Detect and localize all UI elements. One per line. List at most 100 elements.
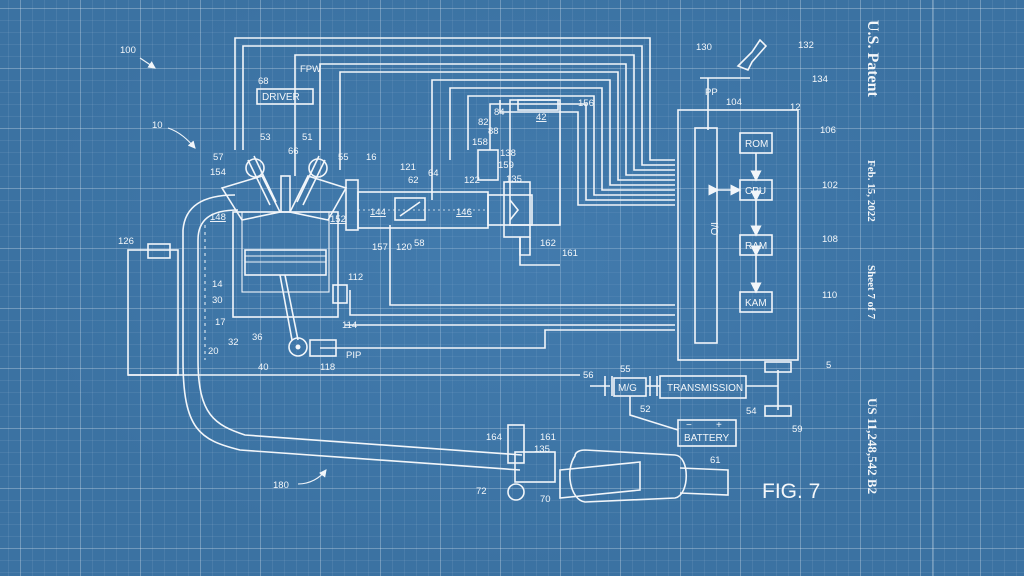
ref-110: 110 (822, 290, 837, 301)
ref-17: 17 (215, 317, 226, 328)
air-filter (517, 99, 559, 111)
ref-62: 62 (408, 175, 419, 186)
connecting-rod (284, 274, 299, 341)
ref-138: 138 (500, 148, 516, 159)
ref-82: 82 (478, 117, 489, 128)
accelerator-pedal (736, 38, 768, 72)
ref-146: 146 (456, 207, 472, 218)
mg-label: M/G (618, 383, 637, 394)
tailpipe (679, 467, 729, 496)
fuel-pump (147, 243, 171, 259)
ref-64: 64 (428, 168, 439, 179)
exhaust-pipe-outer (182, 194, 521, 471)
ref-66: 66 (288, 146, 299, 157)
ref-152: 152 (330, 214, 346, 225)
ref-121: 121 (400, 162, 416, 173)
battery-label: BATTERY (684, 433, 730, 444)
rom-label: ROM (745, 139, 768, 150)
ref-180: 180 (273, 480, 289, 491)
ref-52: 52 (640, 404, 651, 415)
ref-68: 68 (258, 76, 269, 87)
ref-58: 58 (414, 238, 425, 249)
ref-100: 100 (120, 45, 136, 56)
crankshaft (288, 337, 308, 357)
fpw-signal-label: FPW (300, 64, 321, 75)
patent-number: US 11,248,542 B2 (865, 398, 880, 494)
patent-sheet: Sheet 7 of 7 (865, 265, 877, 320)
driver-box (256, 88, 314, 105)
patent-title: U.S. Patent (864, 20, 881, 98)
egr-valve-housing (514, 451, 556, 483)
ref-156: 156 (578, 98, 594, 109)
pip-sensor (309, 339, 337, 357)
ref-36: 36 (252, 332, 263, 343)
ref-32: 32 (228, 337, 239, 348)
ref-59: 59 (792, 424, 803, 435)
ref-108: 108 (822, 234, 838, 245)
ref-40: 40 (258, 362, 269, 373)
driveline: M/G TRANSMISSION BATTERY − + (590, 361, 792, 447)
wheel-top (764, 361, 792, 373)
throttle (394, 197, 426, 221)
ref-144: 144 (370, 207, 386, 218)
figure-label: FIG. 7 (762, 480, 820, 503)
ref-162: 162 (540, 238, 556, 249)
reference-numerals: 100 10 68 57 53 51 66 55 16 154 148 152 … (118, 40, 838, 505)
cpu-label: CPU (745, 186, 766, 197)
ref-70: 70 (540, 494, 551, 505)
egr-valve (507, 483, 525, 501)
ram-label: RAM (745, 241, 767, 252)
ref-159: 159 (498, 160, 514, 171)
ref-112: 112 (348, 272, 363, 283)
exhaust-system (182, 194, 729, 503)
ref-5: 5 (826, 360, 831, 371)
io-label: I/O (708, 222, 719, 236)
ref-30: 30 (212, 295, 223, 306)
io-block (694, 127, 718, 344)
ref-161b: 161 (540, 432, 556, 443)
exhaust-flange (345, 179, 359, 231)
ref-57: 57 (213, 152, 224, 163)
ref-132: 132 (798, 40, 814, 51)
ref-53: 53 (260, 132, 271, 143)
ref-134: 134 (812, 74, 828, 85)
compressor-shaft (519, 237, 531, 256)
ref-158: 158 (472, 137, 488, 148)
ref-106: 106 (820, 125, 836, 136)
pip-signal-label: PIP (346, 350, 361, 361)
ref-12: 12 (790, 102, 801, 113)
catalytic-converter (559, 461, 641, 499)
fuel-tank (127, 249, 179, 376)
knock-sensor (332, 284, 348, 304)
ref-148: 148 (210, 212, 226, 223)
battery-minus: − (686, 420, 692, 431)
ref-135: 135 (506, 174, 522, 185)
ref-84: 84 (494, 107, 505, 118)
pp-signal-label: PP (705, 87, 718, 98)
ref-72: 72 (476, 486, 487, 497)
ref-20: 20 (208, 346, 219, 357)
driver-label: DRIVER (262, 92, 300, 103)
ref-130: 130 (696, 42, 712, 53)
maf-sensor (477, 149, 499, 181)
ref-161: 161 (562, 248, 578, 259)
ref-61: 61 (710, 455, 721, 466)
patent-date: Feb. 15, 2022 (865, 160, 877, 222)
ref-122: 122 (464, 175, 480, 186)
fuel-injector (280, 175, 291, 213)
turbine (507, 424, 525, 464)
ref-10: 10 (152, 120, 163, 131)
engine-cylinder (220, 155, 359, 357)
signal-wires (128, 37, 750, 376)
compressor (503, 181, 531, 238)
ref-102: 102 (822, 180, 838, 191)
transmission-box (659, 375, 747, 399)
wheel-bottom (764, 405, 792, 417)
ref-55: 55 (338, 152, 349, 163)
ref-55b: 55 (620, 364, 631, 375)
intake-valve-housing (220, 175, 282, 221)
ref-164: 164 (486, 432, 502, 443)
transmission-label: TRANSMISSION (667, 383, 743, 394)
